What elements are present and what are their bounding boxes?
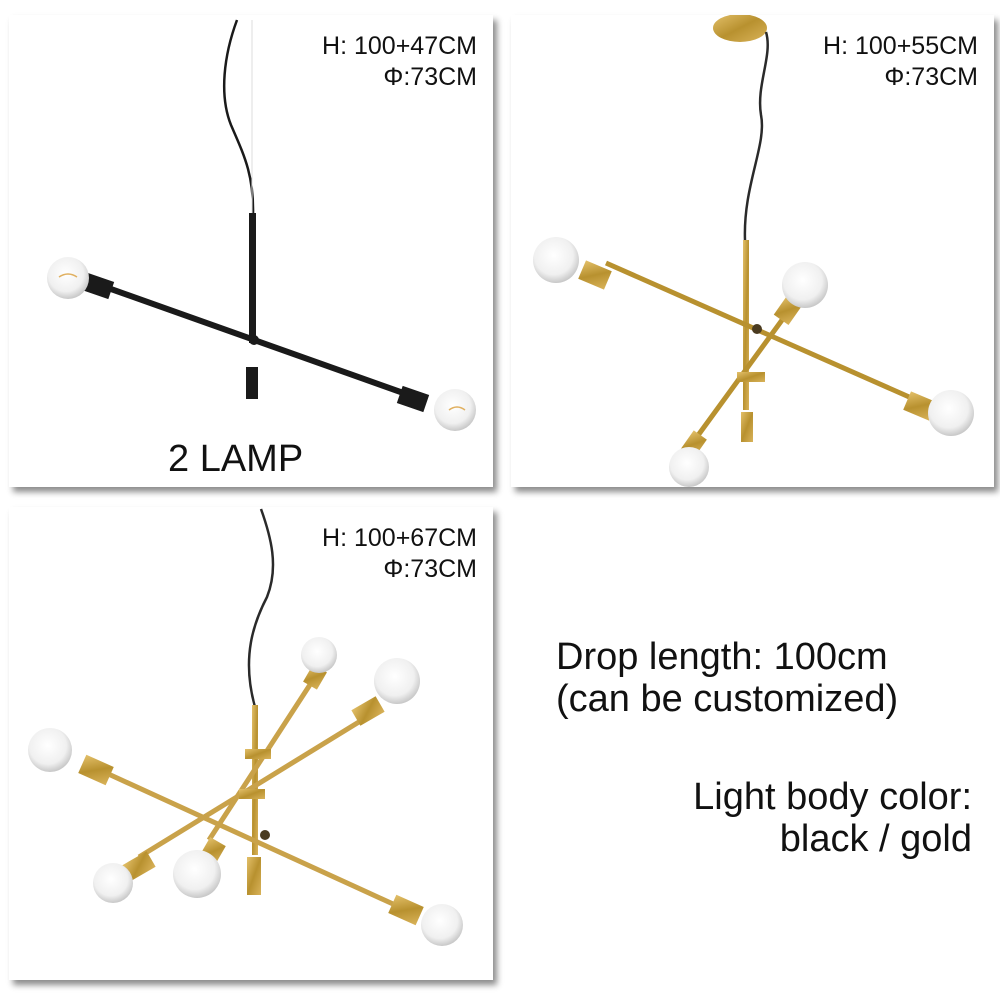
bulb-icon [47, 257, 89, 299]
body-color-label: Light body color: [693, 776, 972, 818]
gold-6-lamp-chandelier-illustration [28, 508, 463, 946]
diameter-dimension: Φ:73CM [383, 555, 477, 583]
body-color-options: black / gold [779, 818, 972, 860]
customizable-note: (can be customized) [556, 678, 899, 720]
diameter-dimension: Φ:73CM [884, 63, 978, 91]
bulb-icon [434, 389, 476, 431]
black-2-lamp-chandelier-illustration [47, 19, 476, 431]
drop-length-info: Drop length: 100cm (can be customized) [556, 636, 898, 720]
drop-length-text: Drop length: 100cm [556, 636, 888, 678]
product-panel-2-lamp: H: 100+47CM Φ:73CM 2 LAMP [9, 15, 493, 487]
height-dimension: H: 100+55CM [823, 32, 978, 60]
dimensions-label: H: 100+67CM Φ:73CM [322, 523, 477, 585]
diameter-dimension: Φ:73CM [383, 63, 477, 91]
product-panel-6-lamp: H: 100+67CM Φ:73CM [9, 507, 493, 980]
height-dimension: H: 100+47CM [322, 32, 477, 60]
body-color-info: Light body color: black / gold [693, 776, 972, 860]
product-panel-4-lamp: H: 100+55CM Φ:73CM [511, 15, 994, 487]
height-dimension: H: 100+67CM [322, 524, 477, 552]
lamp-count-caption: 2 LAMP [168, 438, 304, 480]
gold-4-lamp-chandelier-illustration [533, 15, 974, 487]
dimensions-label: H: 100+55CM Φ:73CM [823, 31, 978, 93]
dimensions-label: H: 100+47CM Φ:73CM [322, 31, 477, 93]
